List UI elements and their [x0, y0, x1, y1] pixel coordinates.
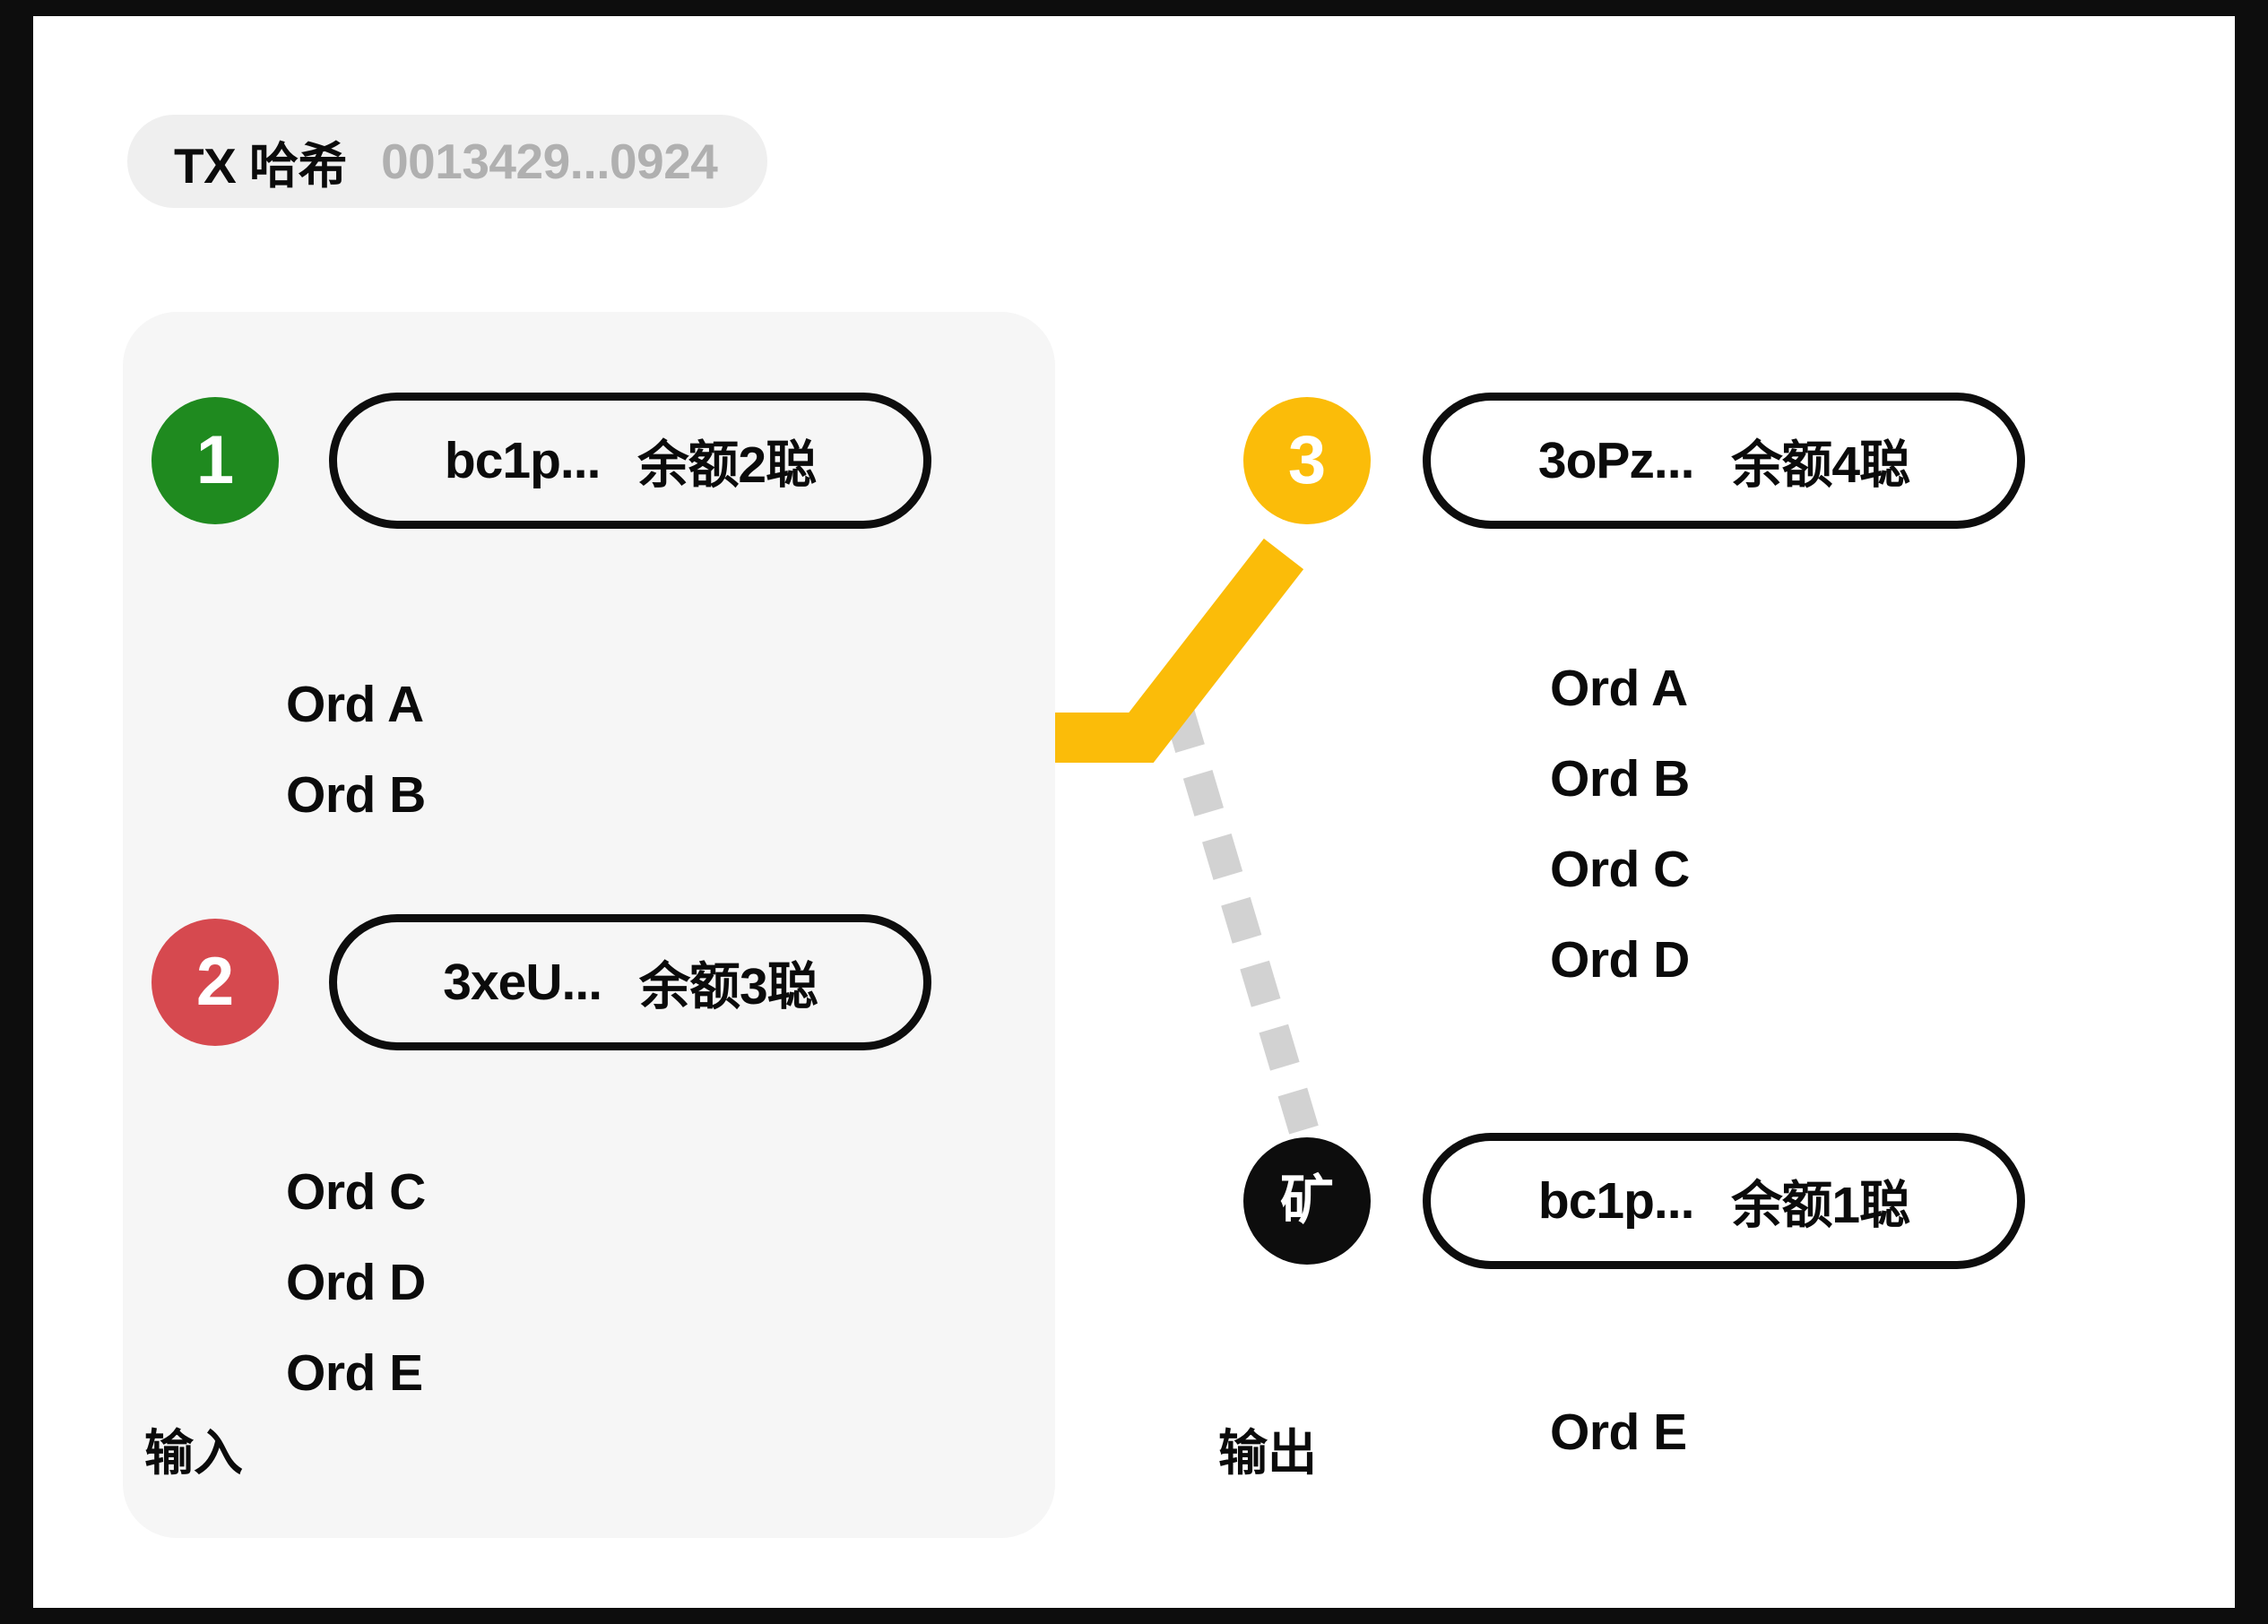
list-item: Ord C	[286, 1163, 426, 1221]
input-address-2: 3xeU...	[443, 954, 602, 1011]
inputs-section-label: 输入	[144, 1425, 244, 1481]
list-item: Ord C	[1550, 841, 1690, 898]
list-item: Ord B	[286, 766, 426, 824]
list-item: Ord A	[1550, 660, 1688, 717]
output-row-2[interactable]: 矿 bc1p... 余额1聪	[1243, 1133, 2025, 1269]
list-item: Ord A	[286, 676, 424, 733]
diagram-canvas: TX 哈希 0013429...0924 1 bc1p... 余额2聪 Ord …	[33, 16, 2235, 1608]
input-balance-1: 余额2聪	[637, 436, 817, 494]
output-ordinals-2: Ord E	[1550, 1387, 1687, 1478]
input-address-1: bc1p...	[444, 432, 602, 489]
tx-hash-label: TX 哈希	[174, 138, 348, 194]
output-balance-2: 余额1聪	[1731, 1177, 1910, 1234]
input-badge-1: 1	[151, 397, 279, 524]
input-ordinals-2: Ord C Ord D Ord E	[286, 1147, 426, 1419]
list-item: Ord E	[1550, 1404, 1687, 1461]
list-item: Ord E	[286, 1344, 423, 1402]
output-badge-3: 3	[1243, 397, 1371, 524]
output-ordinals-1: Ord A Ord B Ord C Ord D	[1550, 644, 1690, 1006]
input-balance-2: 余额3聪	[639, 958, 818, 1015]
input-address-pill-1[interactable]: bc1p... 余额2聪	[329, 393, 931, 529]
miner-badge: 矿	[1243, 1137, 1371, 1265]
output-address-1: 3oPz...	[1537, 432, 1695, 489]
output-address-pill-2[interactable]: bc1p... 余额1聪	[1423, 1133, 2025, 1269]
input-row-1[interactable]: 1 bc1p... 余额2聪	[151, 393, 931, 529]
list-item: Ord B	[1550, 750, 1690, 808]
input-row-2[interactable]: 2 3xeU... 余额3聪	[151, 914, 931, 1050]
input-address-pill-2[interactable]: 3xeU... 余额3聪	[329, 914, 931, 1050]
output-address-pill-1[interactable]: 3oPz... 余额4聪	[1423, 393, 2025, 529]
list-item: Ord D	[286, 1254, 426, 1311]
output-row-1[interactable]: 3 3oPz... 余额4聪	[1243, 393, 2025, 529]
input-ordinals-1: Ord A Ord B	[286, 660, 426, 841]
output-address-2: bc1p...	[1537, 1172, 1695, 1230]
outputs-section-label: 输出	[1218, 1425, 1318, 1481]
tx-hash-value: 0013429...0924	[381, 134, 718, 189]
input-badge-2: 2	[151, 919, 279, 1046]
tx-hash-header: TX 哈希 0013429...0924	[127, 115, 768, 208]
output-balance-1: 余额4聪	[1731, 436, 1910, 494]
list-item: Ord D	[1550, 931, 1690, 989]
